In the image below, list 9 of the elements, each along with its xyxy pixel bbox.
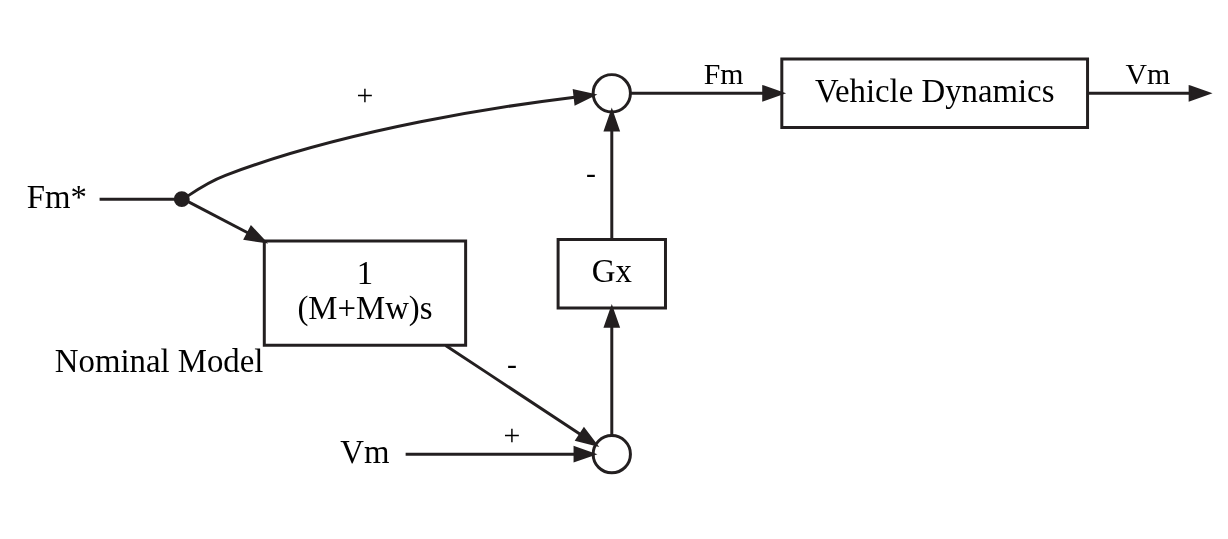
- edge-label: -: [506, 346, 517, 380]
- edge-label: +: [503, 417, 521, 451]
- edge-label: Fm: [703, 56, 744, 90]
- edge-label: Vm: [1125, 56, 1171, 90]
- node-text: Fm*: [26, 178, 87, 215]
- node-label: Nominal Model: [54, 342, 264, 379]
- edge-label: -: [585, 155, 596, 189]
- node-text: Vm: [340, 433, 390, 470]
- edge-label: +: [356, 77, 374, 111]
